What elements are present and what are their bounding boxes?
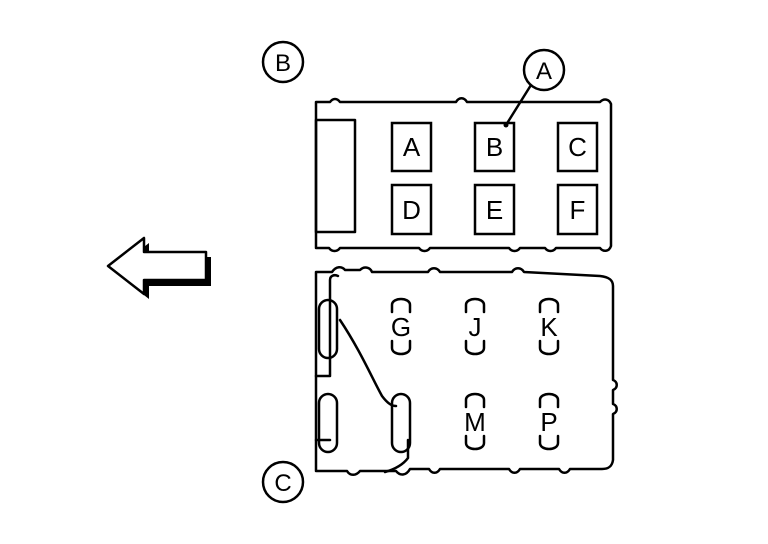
svg-text:D: D: [402, 195, 421, 225]
svg-text:J: J: [469, 312, 482, 342]
left-arrow-icon: [106, 236, 211, 299]
upper-position-e: E: [473, 183, 516, 236]
callout-c: C: [261, 460, 305, 504]
svg-text:P: P: [540, 407, 557, 437]
lower-position-m: M: [464, 392, 486, 451]
upper-position-c: C: [556, 121, 599, 173]
upper-position-a: A: [390, 121, 433, 173]
lower-position-g: G: [390, 297, 412, 356]
lower-position-k: K: [538, 297, 560, 356]
upper-position-f: F: [556, 183, 599, 236]
callout-a: A: [503, 48, 566, 128]
callout-c-label: C: [274, 470, 291, 497]
lower-position-j: J: [464, 297, 486, 356]
lower-block: [314, 266, 618, 476]
svg-text:G: G: [391, 312, 411, 342]
svg-text:F: F: [570, 195, 586, 225]
svg-text:M: M: [464, 407, 486, 437]
svg-text:C: C: [568, 132, 587, 162]
upper-position-b: B: [473, 121, 516, 173]
callout-b-label: B: [275, 50, 291, 77]
callout-a-label: A: [536, 58, 552, 85]
upper-position-d: D: [390, 183, 433, 236]
svg-text:K: K: [540, 312, 558, 342]
svg-text:B: B: [486, 132, 503, 162]
upper-block: [314, 97, 613, 253]
svg-text:E: E: [486, 195, 503, 225]
svg-text:A: A: [403, 132, 421, 162]
callout-b: B: [261, 40, 305, 84]
lower-position-p: P: [538, 392, 560, 451]
